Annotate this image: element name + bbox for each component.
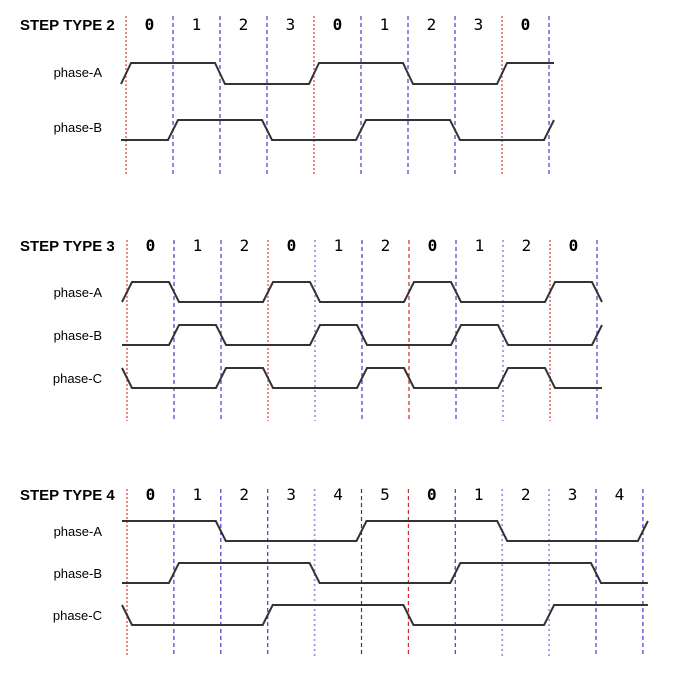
phase-label-b: phase-B bbox=[53, 566, 102, 581]
step-label: 1 bbox=[193, 236, 203, 255]
phase-label-a: phase-A bbox=[53, 285, 102, 300]
step-label: 2 bbox=[239, 485, 249, 504]
step-label: 1 bbox=[192, 15, 202, 34]
step-label: 1 bbox=[475, 236, 485, 255]
step-label: 2 bbox=[240, 236, 250, 255]
step-label: 5 bbox=[380, 485, 390, 504]
step-label: 1 bbox=[334, 236, 344, 255]
phase-label-c: phase-C bbox=[52, 371, 102, 386]
step-label: 2 bbox=[521, 485, 531, 504]
phase-label-b: phase-B bbox=[53, 328, 102, 343]
step-label: 0 bbox=[146, 485, 156, 504]
step-label: 0 bbox=[333, 15, 343, 34]
waveform-phase-B bbox=[122, 562, 648, 584]
step-label: 3 bbox=[474, 15, 484, 34]
step-label: 4 bbox=[615, 485, 625, 504]
phase-label-a: phase-A bbox=[53, 524, 102, 539]
step-label: 1 bbox=[380, 15, 390, 34]
waveform-phase-C bbox=[121, 367, 602, 389]
step-label: 2 bbox=[427, 15, 437, 34]
step-label: 0 bbox=[427, 485, 437, 504]
phase-label-c: phase-C bbox=[52, 608, 102, 623]
step-label: 0 bbox=[146, 236, 156, 255]
step-label: 2 bbox=[381, 236, 391, 255]
diagram-title-step-type-2: STEP TYPE 2 bbox=[20, 17, 115, 34]
step-label: 3 bbox=[286, 485, 296, 504]
step-label: 2 bbox=[239, 15, 249, 34]
diagram-step-type-4: 0 1 2 3 4 5 0 1 2 3 4 bbox=[121, 485, 649, 657]
step-label: 0 bbox=[569, 236, 579, 255]
step-label: 0 bbox=[145, 15, 155, 34]
waveform-phase-B bbox=[121, 119, 555, 141]
waveform-phase-C bbox=[121, 604, 648, 626]
step-label: 1 bbox=[474, 485, 484, 504]
waveform-phase-A bbox=[121, 281, 603, 303]
step-label: 4 bbox=[333, 485, 343, 504]
step-label: 0 bbox=[521, 15, 531, 34]
diagram-title-step-type-3: STEP TYPE 3 bbox=[20, 238, 115, 255]
diagram-step-type-2: 0 1 2 3 0 1 2 3 0 bbox=[120, 15, 555, 174]
phase-label-b: phase-B bbox=[53, 120, 102, 135]
waveform-phase-A bbox=[122, 520, 649, 542]
waveform-phase-A bbox=[120, 62, 554, 85]
step-label: 3 bbox=[286, 15, 296, 34]
diagram-step-type-3: 0 1 2 0 1 2 0 1 2 0 bbox=[121, 236, 603, 421]
phase-label-a: phase-A bbox=[53, 65, 102, 80]
step-label: 0 bbox=[428, 236, 438, 255]
step-label: 3 bbox=[568, 485, 578, 504]
step-label: 0 bbox=[287, 236, 297, 255]
step-label: 2 bbox=[522, 236, 532, 255]
step-label: 1 bbox=[193, 485, 203, 504]
diagram-title-step-type-4: STEP TYPE 4 bbox=[20, 487, 115, 504]
waveform-phase-B bbox=[122, 324, 603, 346]
